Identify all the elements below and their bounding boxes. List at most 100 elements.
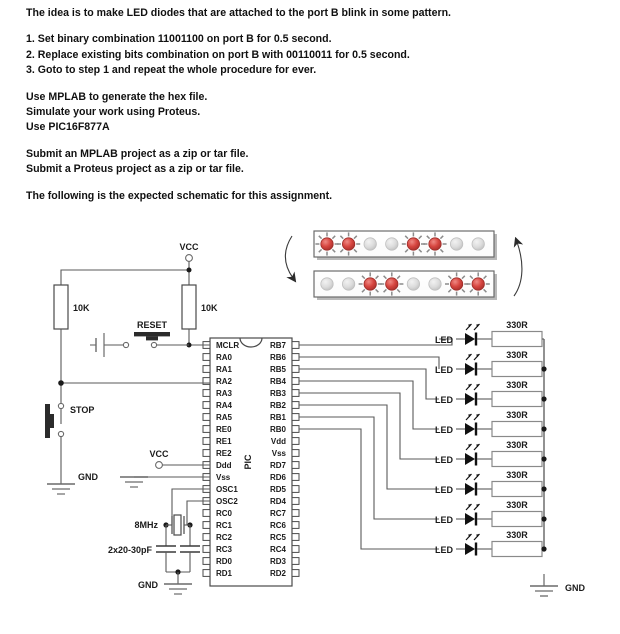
svg-text:LED: LED bbox=[435, 545, 454, 555]
led-row-top bbox=[315, 232, 485, 256]
chip-pin-right-rb0: RB0 bbox=[270, 425, 300, 434]
vcc-top-terminal bbox=[185, 254, 193, 262]
bottom-led-4 bbox=[406, 277, 420, 291]
tool-line-3: Use PIC16F877A bbox=[26, 121, 110, 134]
chip-pin-left-rc0: RC0 bbox=[202, 509, 233, 518]
chip-pin-left-re1: RE1 bbox=[202, 437, 232, 446]
chip-pin-left-re0: RE0 bbox=[202, 425, 232, 434]
gnd-osc-label: GND bbox=[138, 580, 159, 590]
svg-text:330R: 330R bbox=[506, 380, 528, 390]
chip-pin-right-rb6: RB6 bbox=[270, 353, 300, 362]
chip-pin-left-ra4: RA4 bbox=[202, 401, 233, 410]
chip-pin-right-rd5: RD5 bbox=[270, 485, 300, 494]
top-led-1 bbox=[337, 232, 361, 256]
svg-text:RC0: RC0 bbox=[216, 509, 233, 518]
spacer bbox=[26, 178, 586, 189]
svg-text:330R: 330R bbox=[506, 530, 528, 540]
vdd-vss-connections: VCC GND bbox=[78, 449, 210, 488]
resistor-mclr-pullup-label: 10K bbox=[201, 303, 218, 313]
svg-text:RA0: RA0 bbox=[216, 353, 233, 362]
svg-text:OSC2: OSC2 bbox=[216, 497, 238, 506]
chip-pin-right-rd7: RD7 bbox=[270, 461, 300, 470]
cycle-arrow-up bbox=[513, 236, 524, 297]
reset-button-cap[interactable] bbox=[134, 332, 170, 337]
svg-text:RD5: RD5 bbox=[270, 485, 287, 494]
svg-text:RA2: RA2 bbox=[216, 377, 233, 386]
tool-line-2: Simulate your work using Proteus. bbox=[26, 106, 201, 119]
chip-pins-right: RB7RB6RB5RB4RB3RB2RB1RB0VddVssRD7RD6RD5R… bbox=[270, 341, 300, 578]
led-resistor-branches: LED330RLED330RLED330RLED330RLED330RLED33… bbox=[435, 320, 547, 558]
pic-microcontroller: PIC MCLRRA0RA1RA2RA3RA4RA5RE0RE1RE2DddVs… bbox=[202, 337, 300, 587]
top-led-7 bbox=[471, 237, 485, 251]
svg-text:Ddd: Ddd bbox=[216, 461, 232, 470]
portb-trace-rb6 bbox=[299, 356, 440, 369]
svg-text:330R: 330R bbox=[506, 440, 528, 450]
chip-pin-left-rc1: RC1 bbox=[202, 521, 233, 530]
stop-button-cap[interactable] bbox=[45, 404, 50, 438]
chip-pin-right-rb5: RB5 bbox=[270, 365, 300, 374]
led-branch-2: LED 330R bbox=[435, 380, 547, 408]
gnd-vss-label: GND bbox=[78, 472, 99, 482]
reset-terminal-left bbox=[122, 341, 130, 349]
svg-text:RB6: RB6 bbox=[270, 353, 287, 362]
led-branch-7: LED 330R bbox=[435, 530, 547, 558]
svg-text:RC7: RC7 bbox=[270, 509, 287, 518]
closing-line: The following is the expected schematic … bbox=[26, 189, 333, 202]
resistor-1 bbox=[491, 360, 543, 378]
crystal-oscillator: 8MHz 2x20-30pF GND bbox=[108, 488, 210, 595]
chip-pin-left-rd1: RD1 bbox=[202, 569, 233, 578]
chip-pin-right-vss: Vss bbox=[272, 449, 300, 458]
resistor-0 bbox=[491, 330, 543, 348]
chip-pin-right-rc6: RC6 bbox=[270, 521, 300, 530]
resistor-7 bbox=[491, 540, 543, 558]
svg-text:LED: LED bbox=[435, 395, 454, 405]
led-panel-bottom bbox=[313, 270, 495, 298]
svg-text:RB7: RB7 bbox=[270, 341, 287, 350]
svg-text:LED: LED bbox=[435, 485, 454, 495]
led-row-bottom bbox=[320, 272, 490, 296]
reset-terminal-right bbox=[150, 341, 158, 349]
chip-pin-right-rc4: RC4 bbox=[270, 545, 300, 554]
svg-text:RD4: RD4 bbox=[270, 497, 287, 506]
svg-text:RB0: RB0 bbox=[270, 425, 287, 434]
chip-body bbox=[209, 337, 293, 587]
svg-text:RC5: RC5 bbox=[270, 533, 287, 542]
ground-osc bbox=[164, 583, 192, 595]
resistor-stop-pullup-label: 10K bbox=[73, 303, 90, 313]
vcc-top-label: VCC bbox=[179, 242, 199, 252]
stop-button-label: STOP bbox=[70, 405, 94, 415]
chip-pin-left-ra1: RA1 bbox=[202, 365, 233, 374]
step-2: 2. Replace existing bits combination on … bbox=[26, 48, 410, 61]
assignment-text: The idea is to make LED diodes that are … bbox=[26, 6, 586, 204]
spacer bbox=[26, 136, 586, 147]
chip-pins-left: MCLRRA0RA1RA2RA3RA4RA5RE0RE1RE2DddVssOSC… bbox=[202, 341, 239, 578]
led-branch-4: LED 330R bbox=[435, 440, 547, 468]
top-led-4 bbox=[401, 232, 425, 256]
svg-text:RD0: RD0 bbox=[216, 557, 233, 566]
stop-terminal-bottom bbox=[57, 430, 65, 438]
vcc-mid-label: VCC bbox=[149, 449, 169, 459]
chip-pin-left-ra3: RA3 bbox=[202, 389, 233, 398]
portb-trace-rb3 bbox=[299, 392, 439, 460]
svg-text:RA5: RA5 bbox=[216, 413, 233, 422]
chip-pin-right-rb7: RB7 bbox=[270, 341, 300, 350]
portb-trace-rb2 bbox=[299, 404, 439, 490]
svg-text:Vss: Vss bbox=[272, 449, 287, 458]
resistor-2 bbox=[491, 390, 543, 408]
portb-led-bus bbox=[299, 338, 545, 550]
svg-text:Vss: Vss bbox=[216, 473, 231, 482]
bottom-led-0 bbox=[320, 277, 334, 291]
svg-text:LED: LED bbox=[435, 455, 454, 465]
portb-trace-rb7 bbox=[299, 338, 453, 346]
portb-trace-rb4 bbox=[299, 380, 439, 430]
stop-button-stem[interactable] bbox=[50, 414, 54, 428]
reset-button-stem[interactable] bbox=[146, 336, 158, 341]
svg-text:RC6: RC6 bbox=[270, 521, 287, 530]
svg-text:RC3: RC3 bbox=[216, 545, 233, 554]
svg-text:LED: LED bbox=[435, 515, 454, 525]
bottom-led-7 bbox=[466, 272, 490, 296]
